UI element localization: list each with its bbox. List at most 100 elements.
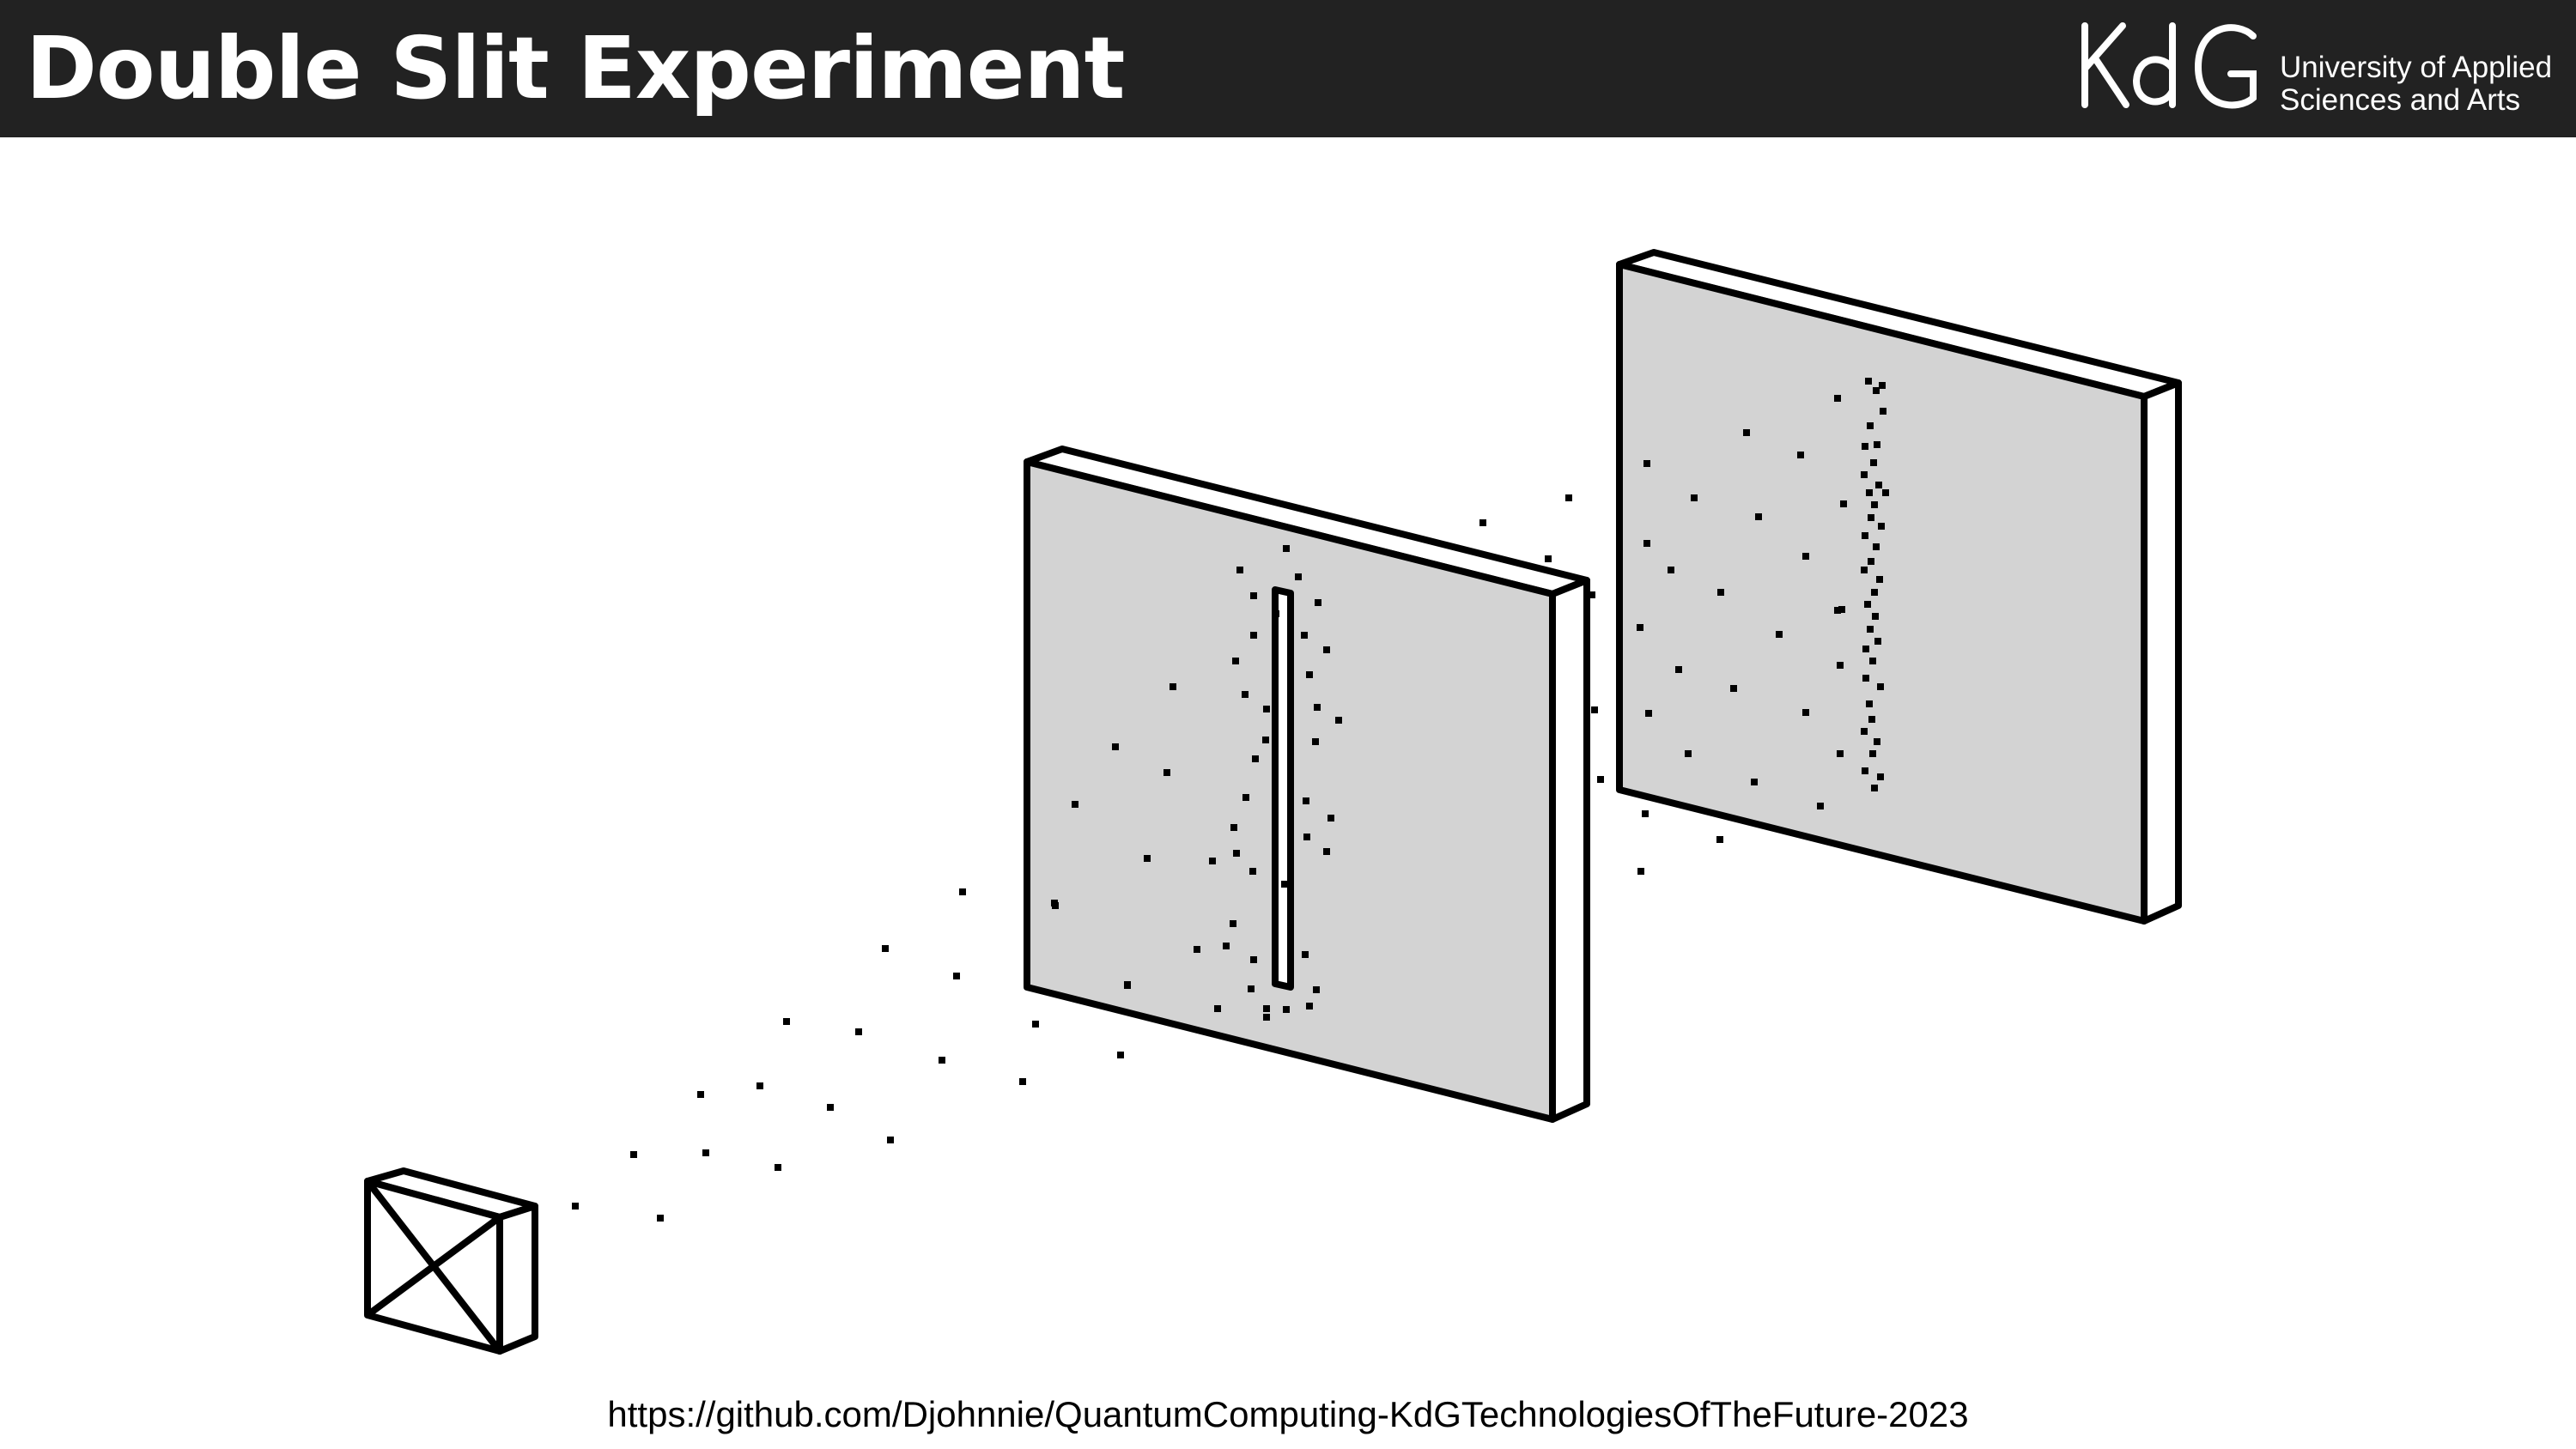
particle-dot xyxy=(1685,750,1692,757)
particle-dot xyxy=(1864,601,1871,608)
particle-dot xyxy=(1874,738,1880,745)
particle-dot xyxy=(1840,500,1847,507)
particle-source xyxy=(364,1167,538,1355)
particle-dot xyxy=(1877,683,1884,690)
particle-dot xyxy=(1869,658,1876,664)
kdg-logo: University of Applied Sciences and Arts xyxy=(2069,19,2559,117)
particle-dot xyxy=(1691,494,1698,501)
particle-dot xyxy=(1755,513,1762,520)
particle-dot xyxy=(1837,750,1844,757)
logo-line-university: University of Applied xyxy=(2280,51,2553,84)
particle-dot xyxy=(1303,834,1310,840)
particle-dot xyxy=(1263,1014,1270,1021)
particle-dot xyxy=(1867,626,1874,633)
particle-dot xyxy=(1019,1078,1026,1085)
particle-dot xyxy=(1591,706,1598,713)
particle-dot xyxy=(572,1203,579,1210)
detection-screen xyxy=(1616,249,2182,925)
particle-dot xyxy=(1262,737,1269,743)
particle-dot xyxy=(1776,631,1783,638)
particle-dot xyxy=(1230,920,1236,927)
particle-dot xyxy=(783,1018,790,1025)
particle-dot xyxy=(1880,408,1886,415)
particle-dot xyxy=(1250,956,1257,963)
particle-dot xyxy=(1303,797,1309,804)
particle-dot xyxy=(775,1164,781,1171)
particle-dot xyxy=(1214,1005,1221,1012)
particle-dot xyxy=(1862,443,1868,450)
particle-dot xyxy=(1861,567,1868,573)
particle-dot xyxy=(1315,599,1321,606)
particle-dot xyxy=(1306,671,1313,678)
particle-dot xyxy=(1314,704,1321,711)
particle-dot xyxy=(1051,900,1058,906)
particle-dot xyxy=(1306,1003,1313,1009)
barrier-side-edge xyxy=(1549,577,1590,1123)
particle-dot xyxy=(1871,785,1878,791)
particle-dot xyxy=(1875,482,1882,488)
particle-dot xyxy=(1837,662,1844,669)
particle-dot xyxy=(756,1082,763,1089)
particle-dot xyxy=(1335,717,1342,724)
particle-dot xyxy=(1283,1006,1290,1013)
particle-dot xyxy=(1730,685,1737,692)
screen-front-face xyxy=(1616,261,2148,925)
particle-dot xyxy=(1838,606,1845,613)
particle-dot xyxy=(702,1149,709,1156)
particle-dot xyxy=(1751,779,1758,785)
particle-dot xyxy=(1876,576,1883,583)
particle-dot xyxy=(1249,868,1256,875)
particle-dot xyxy=(1862,532,1868,539)
particle-dot xyxy=(1263,1005,1270,1012)
kdg-logo-mark xyxy=(2081,22,2257,109)
particle-dot xyxy=(1281,881,1288,888)
particle-dot xyxy=(1802,709,1809,716)
particle-dot xyxy=(1868,716,1875,723)
particle-dot xyxy=(1643,540,1650,547)
particle-dot xyxy=(1717,589,1724,596)
particle-dot xyxy=(1802,553,1809,560)
particle-dot xyxy=(953,973,960,979)
slit-opening xyxy=(1272,586,1294,991)
particle-dot xyxy=(1874,441,1880,448)
particle-dot xyxy=(1817,803,1824,809)
particle-dot xyxy=(1637,868,1644,875)
particle-dot xyxy=(1194,946,1200,953)
particle-dot xyxy=(1327,815,1334,822)
particle-dots xyxy=(572,378,1889,1222)
source-side-face xyxy=(496,1203,538,1355)
source-cross-line-2 xyxy=(365,1214,502,1319)
particle-dot xyxy=(1797,452,1804,458)
particle-dot xyxy=(1668,567,1674,573)
particle-dot xyxy=(1873,543,1880,550)
particle-dot xyxy=(1323,848,1330,855)
particle-dot xyxy=(1862,646,1869,652)
particle-dot xyxy=(1236,567,1243,573)
slit-barrier xyxy=(1024,446,1590,1123)
slide-title: Double Slit Experiment xyxy=(26,18,1125,118)
particle-dot xyxy=(1870,459,1877,466)
particle-dot xyxy=(1263,706,1270,712)
particle-dot xyxy=(1072,801,1078,808)
particle-dot xyxy=(1248,985,1255,992)
particle-dot xyxy=(1834,607,1841,614)
particle-dot xyxy=(1589,591,1595,598)
particle-dot xyxy=(1223,943,1230,949)
particle-dot xyxy=(882,945,889,952)
particle-dot xyxy=(1642,810,1649,817)
particle-dot xyxy=(1230,824,1237,831)
particle-dot xyxy=(1867,422,1874,429)
particle-dot xyxy=(1242,691,1249,698)
particle-dot xyxy=(1124,981,1131,988)
header-bar: Double Slit Experiment University of App… xyxy=(0,0,2576,137)
particle-dot xyxy=(1597,776,1604,783)
particle-dot xyxy=(1861,471,1868,478)
particle-dot xyxy=(1882,489,1889,496)
particle-dot xyxy=(1209,858,1216,864)
particle-dot xyxy=(1879,382,1886,389)
particle-dot xyxy=(1871,589,1878,596)
particle-dot xyxy=(1323,646,1330,653)
particle-dot xyxy=(1874,638,1881,645)
particle-dot xyxy=(1112,743,1119,750)
